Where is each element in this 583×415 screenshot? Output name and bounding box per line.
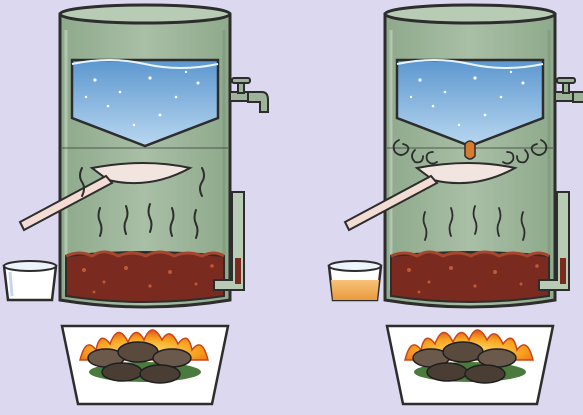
collecting-cup-filled	[329, 261, 381, 300]
still-panel-after	[329, 5, 583, 404]
collecting-cup-empty	[4, 261, 56, 300]
condensate-drip-icon	[465, 141, 475, 159]
still-vessel	[345, 5, 583, 404]
still-vessel	[20, 5, 268, 404]
still-panel-before	[4, 5, 268, 404]
